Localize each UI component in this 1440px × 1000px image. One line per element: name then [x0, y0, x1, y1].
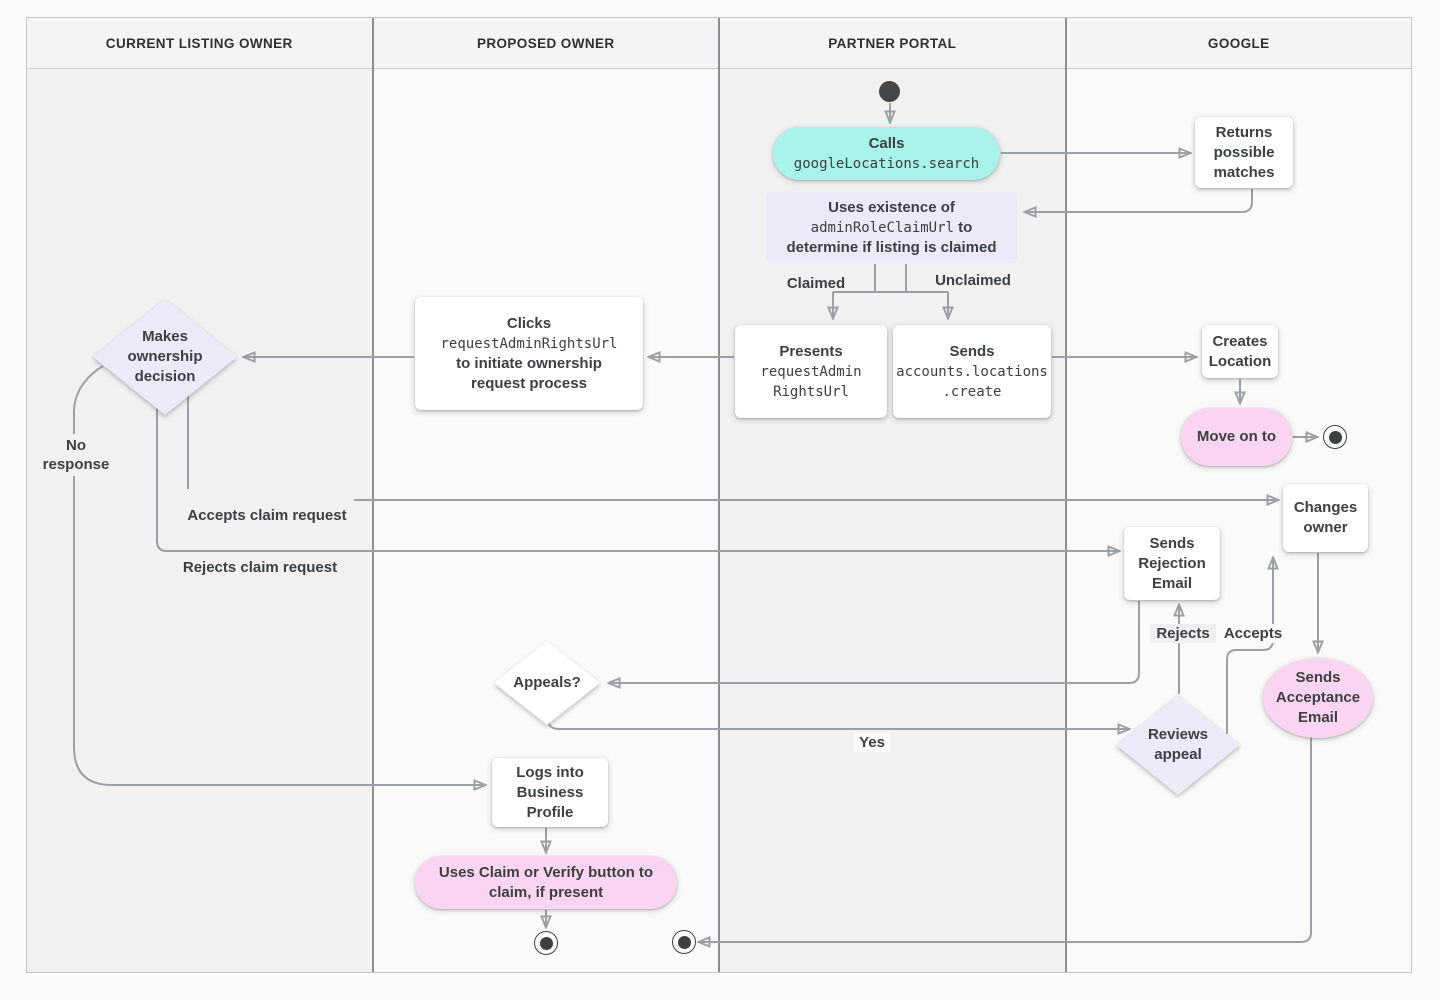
node-calls-google-locations-search: Calls googleLocations.search	[773, 127, 1000, 180]
edge-label-unclaimed: Unclaimed	[935, 272, 1011, 289]
node-move-on-to: Move on to	[1181, 408, 1292, 466]
node-uses-claim-or-verify: Uses Claim or Verify button to claim, if…	[415, 856, 677, 909]
end-node-claim-flow	[534, 931, 558, 955]
node-calls-code: googleLocations.search	[793, 155, 980, 172]
lane-header-proposed-owner: PROPOSED OWNER	[373, 18, 718, 69]
node-sends-rejection-email: Sends Rejection Email	[1124, 527, 1220, 600]
node-sends-title: Sends	[949, 342, 995, 360]
node-clicks-code: requestAdminRightsUrl	[440, 335, 618, 352]
lane-header-google: GOOGLE	[1066, 18, 1411, 69]
lane-body-proposed-owner	[373, 69, 718, 972]
node-clicks-rest: to initiate ownership request process	[456, 354, 602, 392]
node-uses-line1: Uses existence of	[828, 198, 955, 216]
node-clicks-title: Clicks	[506, 314, 552, 332]
node-reviews-label: Reviews appeal	[1147, 726, 1209, 763]
node-decision-label: Makes ownership decision	[127, 328, 203, 385]
node-creates-location: Creates Location	[1202, 325, 1278, 378]
node-changes-owner: Changes owner	[1283, 484, 1368, 552]
node-rejection-label: Sends Rejection Email	[1138, 534, 1206, 592]
node-sends-accounts-locations-create: Sends accounts.locations .create	[893, 325, 1051, 418]
node-presents-request-admin-rights-url: Presents requestAdmin RightsUrl	[735, 325, 887, 418]
node-changes-label: Changes owner	[1293, 499, 1358, 536]
lane-header-current-listing-owner: CURRENT LISTING OWNER	[27, 18, 372, 69]
edge-label-claimed: Claimed	[786, 275, 846, 292]
node-presents-code-line1: requestAdmin	[760, 363, 862, 380]
end-node-acceptance-flow	[672, 930, 696, 954]
node-logs-label: Logs into Business Profile	[516, 763, 584, 821]
edge-label-accepts-claim-request: Accepts claim request	[180, 489, 354, 525]
edge-label-rejects-claim-request: Rejects claim request	[182, 559, 338, 576]
node-logs-into-business-profile: Logs into Business Profile	[492, 758, 608, 827]
node-makes-ownership-decision: Makes ownership decision	[93, 299, 237, 415]
node-appeals-label: Appeals?	[513, 674, 581, 691]
node-sends-code-line1: accounts.locations	[896, 363, 1048, 380]
start-node	[879, 81, 900, 102]
node-uses-line3: determine if listing is claimed	[786, 238, 997, 256]
node-uses-after-code: to	[958, 218, 973, 236]
lane-header-partner-portal: PARTNER PORTAL	[720, 18, 1065, 69]
node-reviews-appeal: Reviews appeal	[1116, 695, 1240, 795]
lane-proposed-owner: PROPOSED OWNER	[371, 18, 718, 972]
end-node-create-flow	[1323, 425, 1347, 449]
node-uses-existence: Uses existence of adminRoleClaimUrl to d…	[766, 192, 1017, 263]
node-presents-code-line2: RightsUrl	[773, 383, 849, 400]
node-uses-code: adminRoleClaimUrl	[810, 219, 954, 236]
node-sends-code-line2: .create	[942, 383, 1002, 400]
node-claim-label: Uses Claim or Verify button to claim, if…	[438, 863, 654, 901]
node-calls-title: Calls	[868, 134, 905, 152]
node-acceptance-label: Sends Acceptance Email	[1275, 669, 1361, 726]
edge-label-no-response: No response	[38, 434, 114, 476]
node-sends-acceptance-email: Sends Acceptance Email	[1263, 658, 1373, 738]
edge-label-accepts: Accepts	[1219, 624, 1287, 643]
node-creates-label: Creates Location	[1208, 332, 1272, 370]
node-clicks-request-admin-rights-url: Clicks requestAdminRightsUrl to initiate…	[415, 297, 643, 410]
node-presents-title: Presents	[779, 342, 843, 360]
edge-label-rejects: Rejects	[1150, 624, 1216, 643]
node-returns-possible-matches: Returns possible matches	[1195, 117, 1293, 188]
edge-label-yes: Yes	[854, 733, 890, 752]
node-appeals-decision: Appeals?	[494, 641, 600, 725]
node-uses-line2: adminRoleClaimUrl to	[811, 218, 973, 238]
